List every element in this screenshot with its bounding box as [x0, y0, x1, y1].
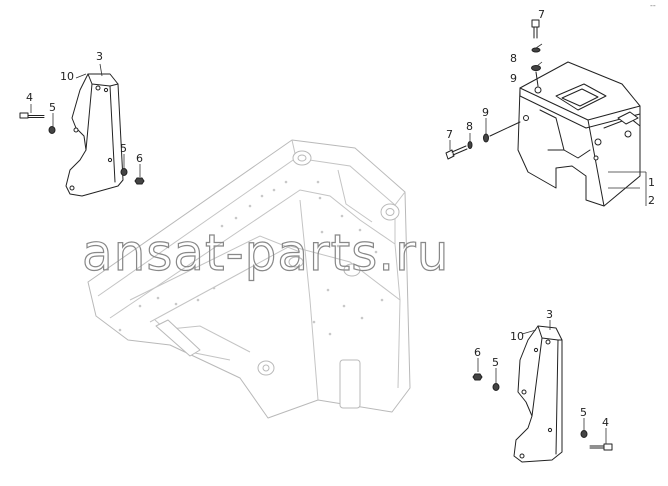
callout-2: 2 [648, 194, 655, 207]
callout-9-top: 9 [510, 72, 517, 85]
callout-labels: 3 10 4 5 5 6 7 8 9 7 8 9 1 2 3 10 6 5 5 … [26, 8, 655, 429]
callout-1: 1 [648, 176, 655, 189]
callout-5-top-left: 5 [49, 101, 56, 114]
bolts-top-right [445, 19, 541, 160]
callout-3-bottom-right: 3 [546, 308, 553, 321]
callout-4-top-left: 4 [26, 91, 33, 104]
callout-9-side: 9 [482, 106, 489, 119]
bolts-top-left [19, 112, 145, 185]
callout-8-top: 8 [510, 52, 517, 65]
counterweight [517, 61, 641, 207]
callout-8-side: 8 [466, 120, 473, 133]
callout-5-top-left-right: 5 [120, 142, 127, 155]
callout-5-bottom-right-lower: 5 [580, 406, 587, 419]
main-frame [87, 139, 411, 419]
callout-4-bottom-right: 4 [602, 416, 609, 429]
bolts-bottom-right [472, 373, 613, 451]
callout-5-bottom-right: 5 [492, 356, 499, 369]
callout-10-bottom-right: 10 [510, 330, 524, 343]
callout-7-side: 7 [446, 128, 453, 141]
frame-dots [118, 180, 384, 336]
watermark-text: ansat-parts.ru [82, 224, 449, 282]
leader-lines [30, 43, 647, 444]
callout-6-bottom-right: 6 [474, 346, 481, 359]
callout-10-top-left: 10 [60, 70, 74, 83]
callout-7-top: 7 [538, 8, 545, 21]
corner-mark: -- [650, 1, 656, 10]
guard-plate-top-left [65, 73, 124, 197]
guard-plate-bottom-right [513, 325, 563, 463]
callout-6-top-left: 6 [136, 152, 143, 165]
callout-3-top-left: 3 [96, 50, 103, 63]
